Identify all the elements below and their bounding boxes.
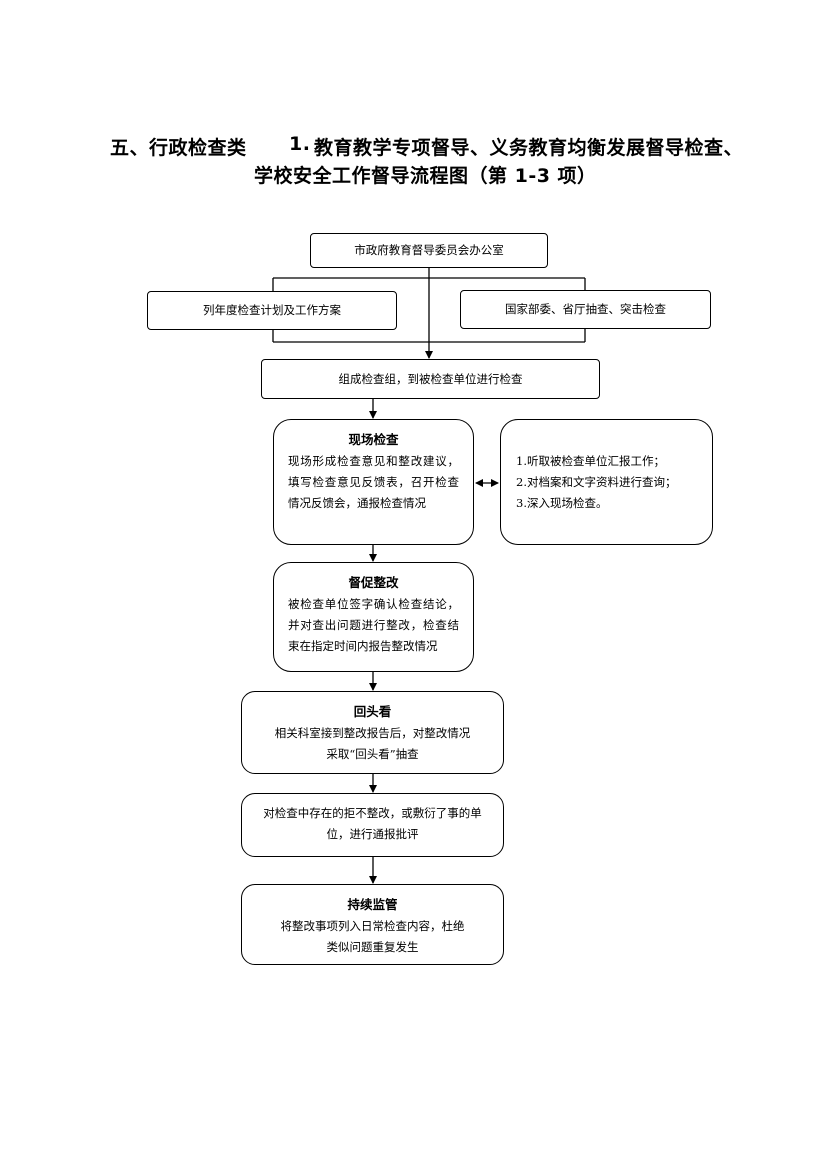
supervise-box: 持续监管 将整改事项列入日常检查内容，杜绝 类似问题重复发生 [241, 884, 504, 965]
supervise-title: 持续监管 [347, 897, 398, 912]
supervise-line1: 将整改事项列入日常检查内容，杜绝 [280, 919, 465, 933]
criticize-line1: 对检查中存在的拒不整改，或敷衍了事的单 [263, 806, 482, 820]
diagram-title-line2: 学校安全工作督导流程图（第 1-3 项） [254, 165, 597, 187]
annual-plan-label: 列年度检查计划及工作方案 [203, 303, 341, 317]
lookback-box: 回头看 相关科室接到整改报告后，对整改情况 采取“回头看”抽查 [241, 691, 504, 774]
form-group-label: 组成检查组，到被检查单位进行检查 [338, 371, 523, 386]
onsite-step-2: 2.对档案和文字资料进行查询； [516, 475, 677, 489]
lookback-line1: 相关科室接到整改报告后，对整改情况 [274, 726, 471, 740]
criticize-box: 对检查中存在的拒不整改，或敷衍了事的单 位，进行通报批评 [241, 793, 504, 857]
national-spot-check-box: 国家部委、省厅抽查、突击检查 [460, 290, 711, 329]
rectify-box: 督促整改 被检查单位签字确认检查结论，并对查出问题进行整改，检查结束在指定时间内… [273, 562, 474, 672]
annual-plan-box: 列年度检查计划及工作方案 [147, 291, 397, 330]
onsite-inspection-box: 现场检查 现场形成检查意见和整改建议，填写检查意见反馈表，召开检查情况反馈会，通… [273, 419, 474, 545]
diagram-title-line1: 教育教学专项督导、义务教育均衡发展督导检查、 [314, 137, 744, 159]
national-spot-check-label: 国家部委、省厅抽查、突击检查 [505, 302, 666, 316]
rectify-title: 督促整改 [348, 575, 399, 590]
office-label: 市政府教育督导委员会办公室 [354, 243, 504, 257]
rectify-body: 被检查单位签字确认检查结论，并对查出问题进行整改，检查结束在指定时间内报告整改情… [288, 597, 459, 653]
onsite-body: 现场形成检查意见和整改建议，填写检查意见反馈表，召开检查情况反馈会，通报检查情况 [288, 454, 459, 510]
lookback-title: 回头看 [353, 704, 392, 719]
supervise-line2: 类似问题重复发生 [326, 940, 419, 954]
office-box: 市政府教育督导委员会办公室 [310, 233, 548, 268]
onsite-title: 现场检查 [348, 432, 399, 447]
lookback-line2: 采取“回头看”抽查 [326, 747, 419, 761]
section-heading: 五、行政检查类 [110, 137, 247, 159]
onsite-step-3: 3.深入现场检查。 [516, 496, 608, 510]
form-group-box: 组成检查组，到被检查单位进行检查 [261, 359, 600, 399]
item-number: 1. [289, 133, 311, 155]
criticize-line2: 位，进行通报批评 [326, 827, 419, 841]
onsite-steps-box: 1.听取被检查单位汇报工作； 2.对档案和文字资料进行查询； 3.深入现场检查。 [500, 419, 713, 545]
onsite-step-1: 1.听取被检查单位汇报工作； [516, 454, 665, 468]
